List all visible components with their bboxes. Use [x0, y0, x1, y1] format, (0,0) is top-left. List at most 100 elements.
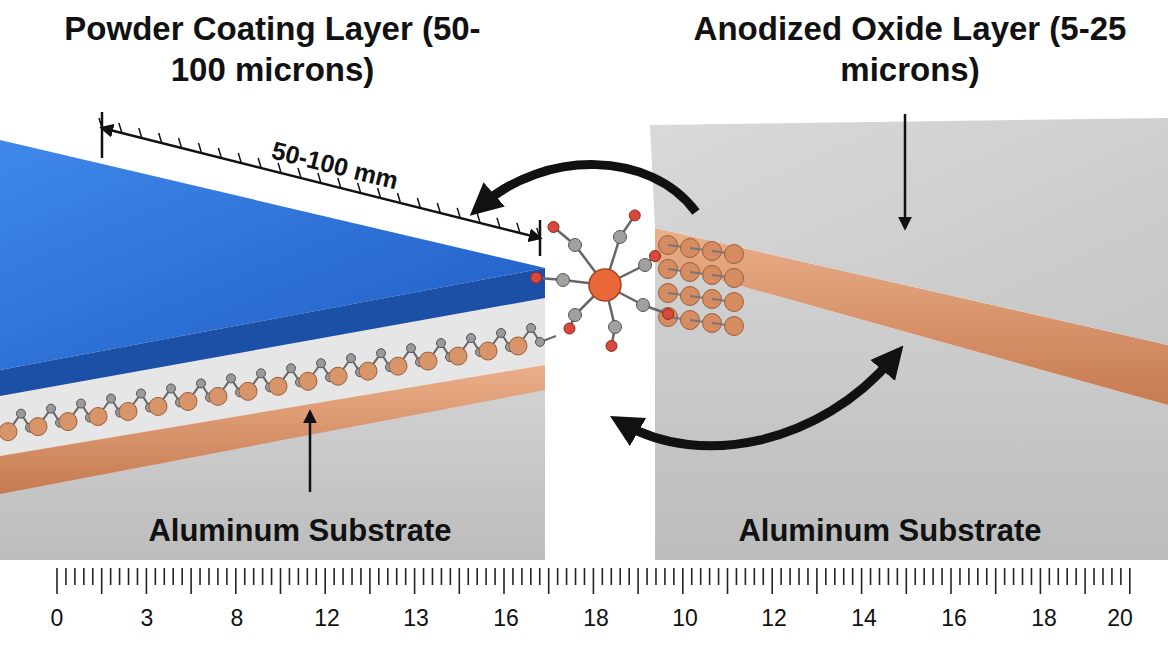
ruler-tick	[467, 568, 469, 585]
scale-tick	[398, 193, 401, 203]
ruler-tick	[879, 568, 881, 585]
central-atom	[589, 269, 621, 301]
ruler-tick	[736, 568, 738, 585]
ruler-tick	[843, 568, 845, 585]
molecule	[531, 210, 674, 352]
ruler-number: 16	[924, 604, 984, 633]
ruler-tick	[602, 568, 604, 585]
ruler-tick	[566, 568, 568, 585]
atom	[639, 259, 652, 272]
ruler-tick	[1040, 568, 1042, 594]
ruler-tick	[119, 568, 121, 585]
ruler-number: 14	[834, 604, 894, 633]
ruler-tick	[405, 568, 407, 585]
ruler-tick	[825, 568, 827, 585]
ruler-tick	[1049, 568, 1051, 585]
metal-atom	[725, 317, 744, 336]
ruler-tick	[1066, 568, 1068, 585]
ruler-tick	[414, 568, 416, 594]
ruler-tick	[315, 568, 317, 585]
ruler-tick	[664, 568, 666, 585]
atom	[47, 404, 56, 413]
ruler-tick	[458, 568, 460, 594]
oxygen-atom	[531, 272, 542, 283]
metal-atom	[179, 392, 197, 410]
ruler-tick	[628, 568, 630, 585]
atom	[197, 379, 206, 388]
ruler-tick	[700, 568, 702, 585]
ruler-tick	[262, 568, 264, 585]
ruler-tick	[941, 568, 943, 585]
ruler-tick	[995, 568, 997, 594]
ruler-number: 13	[386, 604, 446, 633]
ruler-number: 20	[1090, 604, 1150, 633]
ruler-tick	[271, 568, 273, 585]
ruler-tick	[137, 568, 139, 585]
ruler-tick	[691, 568, 693, 585]
ruler-tick	[280, 568, 282, 594]
ruler-tick	[494, 568, 496, 585]
ruler-tick	[593, 568, 595, 594]
ruler-tick	[369, 568, 371, 594]
ruler-tick	[423, 568, 425, 585]
metal-atom	[299, 372, 317, 390]
ruler-tick	[655, 568, 657, 585]
ruler-tick	[888, 568, 890, 585]
atom	[227, 374, 236, 383]
atom	[557, 274, 570, 287]
ruler-tick	[754, 568, 756, 585]
powder-coating-edge	[0, 268, 545, 396]
metal-atom	[725, 269, 744, 288]
ruler-tick	[217, 568, 219, 585]
ruler-tick	[718, 568, 720, 585]
ruler-tick	[1084, 568, 1086, 594]
ruler-tick	[610, 568, 612, 585]
metal-atom	[725, 293, 744, 312]
scale-tick	[417, 198, 420, 208]
atom	[637, 299, 650, 312]
oxygen-atom	[606, 340, 617, 351]
ruler-tick	[485, 568, 487, 585]
metal-atom	[119, 402, 137, 420]
ruler-tick	[387, 568, 389, 585]
dimension-scale	[99, 118, 540, 238]
ruler-tick	[226, 568, 228, 585]
atom	[287, 364, 296, 373]
ruler-tick	[771, 568, 773, 594]
ruler-tick	[548, 568, 550, 594]
ruler-tick	[977, 568, 979, 585]
ruler-tick	[807, 568, 809, 585]
ruler-tick	[244, 568, 246, 585]
ruler-tick	[155, 568, 157, 585]
leader-arrow	[309, 412, 312, 492]
oxygen-atom	[548, 222, 559, 233]
ruler-tick	[1111, 568, 1113, 585]
atom	[536, 337, 545, 346]
ruler-tick	[110, 568, 112, 585]
scale-tick	[218, 148, 221, 158]
curved-arrow	[482, 165, 696, 212]
ruler-tick	[959, 568, 961, 585]
ruler-tick	[530, 568, 532, 585]
atom	[317, 359, 326, 368]
scale-tick	[238, 153, 241, 163]
ruler-tick	[56, 568, 58, 594]
atom	[107, 394, 116, 403]
right-lattice	[659, 236, 744, 336]
ruler-tick	[834, 568, 836, 585]
ruler-tick	[914, 568, 916, 585]
ruler-tick	[905, 568, 907, 594]
ruler-tick	[92, 568, 94, 585]
layer-title: Powder Coating Layer (50-100 microns)	[45, 8, 500, 91]
ruler-number: 12	[297, 604, 357, 633]
ruler-tick	[1004, 568, 1006, 585]
ruler-tick	[181, 568, 183, 585]
ruler-tick	[1057, 568, 1059, 585]
ruler-tick	[968, 568, 970, 585]
ruler-tick	[74, 568, 76, 585]
metal-atom	[269, 377, 287, 395]
ruler-number: 8	[207, 604, 267, 633]
ruler-tick	[65, 568, 67, 585]
metal-atom	[29, 418, 47, 436]
